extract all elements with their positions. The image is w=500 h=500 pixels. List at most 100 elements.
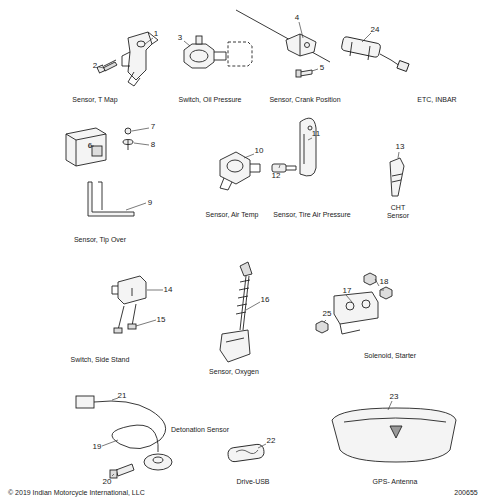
leader-lines [346, 295, 352, 302]
callout-number: 16 [261, 296, 270, 305]
part-name: Sensor, T Map [72, 96, 117, 104]
part-name: Switch, Oil Pressure [178, 96, 241, 104]
washer [125, 128, 131, 134]
oil-pressure-switch [190, 50, 208, 62]
gps-antenna [332, 408, 456, 462]
air-temp-sensor [220, 152, 250, 184]
oil-pressure-switch [214, 52, 226, 60]
callout-number: 11 [312, 130, 320, 139]
oil-pressure-switch [184, 36, 252, 68]
tire-pressure-sensor [300, 118, 316, 176]
gps-antenna [390, 426, 402, 438]
oil-pressure-switch [196, 36, 202, 44]
callout-number: 15 [157, 316, 166, 325]
side-stand-switch [112, 286, 118, 294]
usb-drive [227, 444, 265, 463]
nut [364, 273, 376, 285]
callout-number: 1 [154, 30, 158, 39]
etc-inbar [341, 36, 381, 58]
callout-number: 5 [320, 64, 324, 73]
etc-inbar [341, 36, 409, 71]
part-name: Sensor, Oxygen [209, 368, 259, 376]
crank-position-sensor [300, 34, 301, 56]
screws [114, 328, 122, 333]
usb-drive [227, 444, 265, 463]
crank-position-sensor [305, 43, 310, 48]
leader-lines [136, 320, 156, 326]
side-stand-switch [118, 276, 146, 304]
leader-lines [398, 152, 399, 158]
part-name: Detonation Sensor [171, 426, 229, 434]
leader-lines [308, 138, 312, 140]
leader-lines [112, 398, 118, 400]
detonation-sensor [76, 396, 172, 470]
oil-pressure-switch [184, 44, 214, 68]
tmap-sensor [122, 32, 158, 86]
screw [97, 60, 117, 73]
tip-over-sensor [66, 134, 106, 166]
leader-lines [145, 38, 153, 44]
leader-lines [126, 203, 146, 210]
part-name: Sensor, Tip Over [74, 236, 126, 244]
part-name: ETC, INBAR [417, 96, 456, 104]
starter-solenoid [334, 292, 378, 334]
callout-number: 25 [323, 310, 332, 319]
oxygen-sensor [240, 262, 252, 276]
washer [123, 128, 133, 150]
callout-number: 3 [178, 34, 182, 43]
detonation-sensor [76, 396, 94, 408]
copyright-note: © 2019 Indian Motorcycle International, … [8, 489, 145, 497]
callout-number: 14 [164, 286, 173, 295]
valve [286, 166, 296, 170]
leader-lines [132, 128, 149, 131]
nut [316, 321, 328, 333]
part-name: GPS- Antenna [373, 478, 418, 486]
washer [128, 140, 129, 150]
leader-lines [99, 67, 104, 68]
etc-inbar [397, 61, 409, 72]
crank-position-sensor [236, 10, 330, 62]
detonation-sensor [144, 454, 172, 470]
tip-over-sensor [92, 146, 102, 156]
detonation-sensor [94, 401, 166, 452]
etc-inbar [350, 42, 370, 60]
bracket [88, 182, 134, 216]
usb-drive [236, 450, 258, 454]
callout-number: 9 [148, 199, 152, 208]
leader-lines [88, 22, 399, 476]
bracket [88, 182, 134, 216]
callout-number: 17 [343, 287, 352, 296]
screw [97, 65, 105, 73]
callout-number: 19 [93, 443, 102, 452]
tire-pressure-sensor [304, 134, 305, 164]
screw [103, 60, 117, 71]
tmap-sensor [137, 41, 145, 47]
callout-number: 24 [371, 26, 380, 35]
callout-number: 13 [396, 143, 405, 152]
callout-number: 12 [272, 172, 281, 181]
leader-lines [362, 33, 371, 42]
callout-number: 18 [380, 278, 389, 287]
air-temp-sensor [220, 152, 260, 190]
part-name: Sensor, Tire Air Pressure [273, 211, 350, 219]
oxygen-sensor [243, 276, 249, 330]
cht-sensor [390, 158, 404, 196]
starter-solenoid [362, 300, 370, 308]
screws [114, 304, 136, 333]
gps-antenna [332, 408, 456, 462]
screws [118, 304, 136, 330]
leader-lines [244, 154, 254, 158]
callout-number: 2 [93, 62, 97, 71]
tmap-sensor [128, 72, 140, 86]
gps-antenna [344, 418, 446, 422]
tip-over-sensor [66, 128, 106, 166]
leader-lines [279, 165, 280, 168]
callout-number: 10 [255, 147, 264, 156]
part-name: Drive-USB [236, 478, 269, 486]
side-stand-switch [132, 288, 133, 296]
tire-pressure-sensor [300, 118, 316, 176]
cht-sensor [392, 174, 402, 182]
starter-solenoid [340, 324, 360, 334]
